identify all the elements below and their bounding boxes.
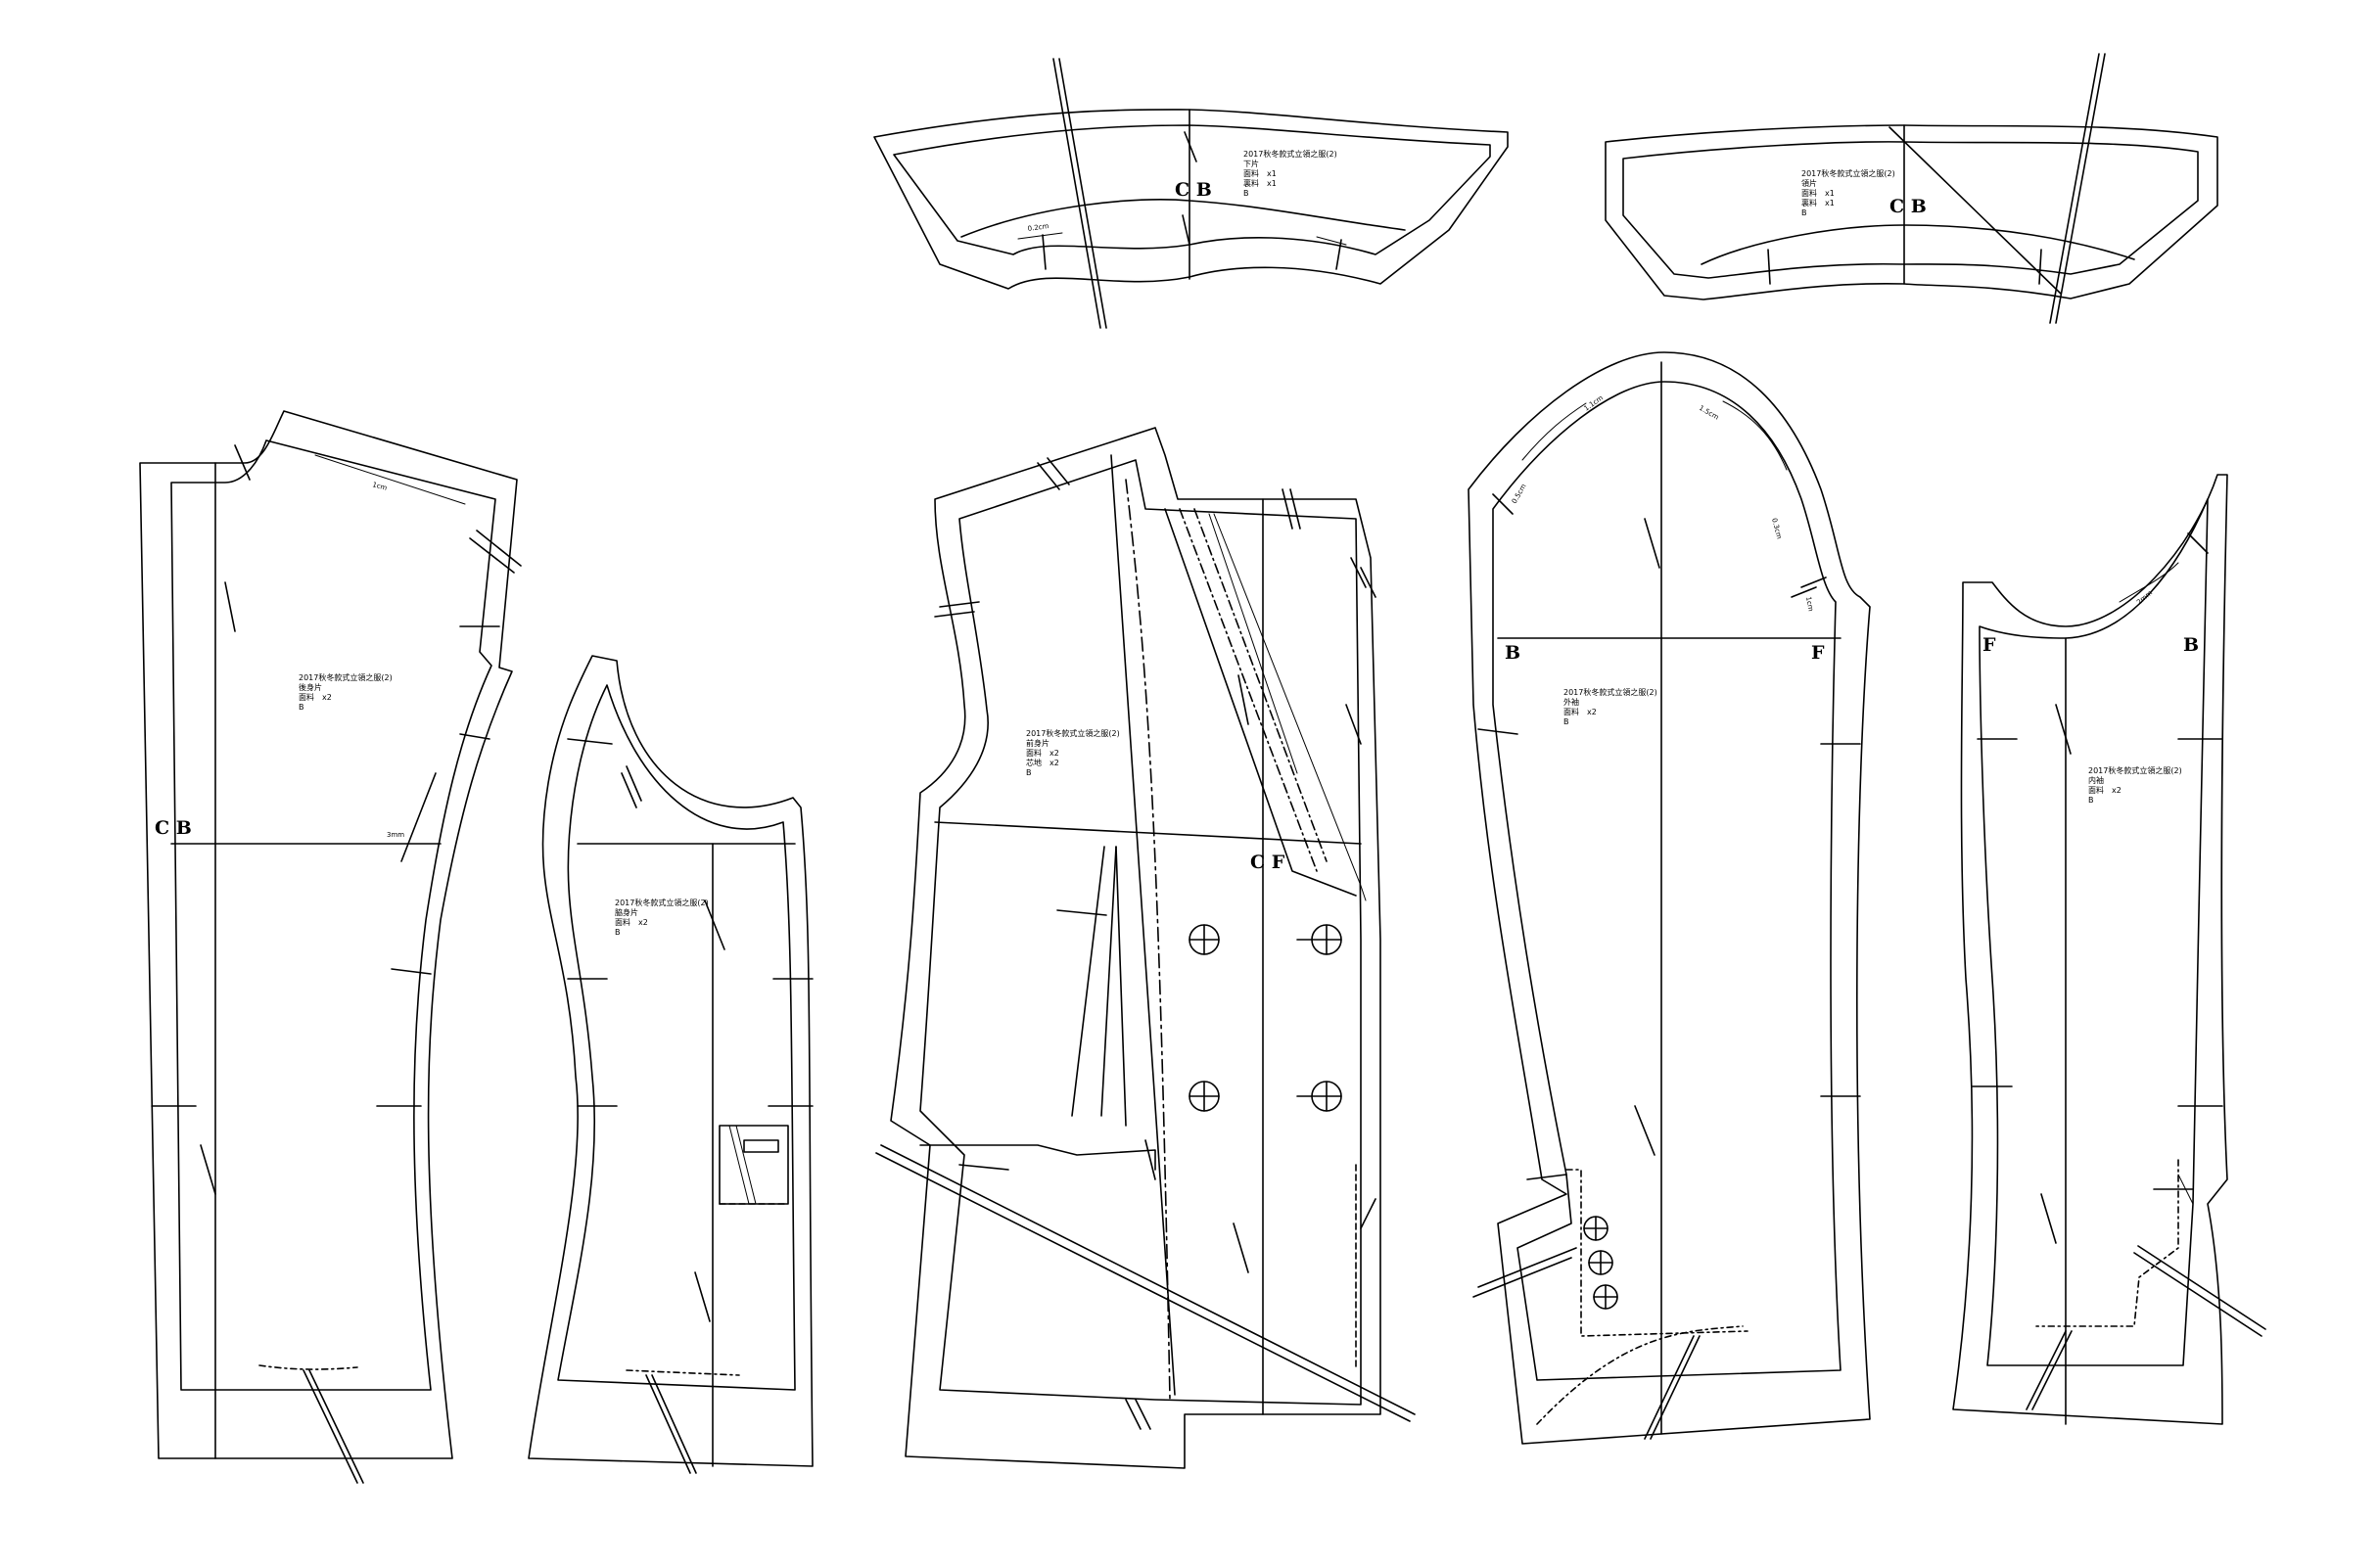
under-sleeve-f-label: F: [1982, 634, 1996, 656]
button-2: [1296, 924, 1342, 955]
svg-text:前身片: 前身片: [1026, 738, 1049, 748]
svg-text:B: B: [1801, 208, 1807, 217]
back-shoulder-measurement: 1cm: [371, 481, 388, 492]
side-body-piece: 2017秋冬款式立領之服(2) 脇身片 面料 x2 B: [528, 655, 814, 1474]
back-body-piece: 1cm 3mm C B 2017秋冬款式立領之服(2) 後身片 面料 x2 B: [139, 410, 522, 1484]
svg-text:B: B: [615, 928, 621, 937]
svg-text:2017秋冬款式立領之服(2): 2017秋冬款式立領之服(2): [299, 672, 393, 682]
svg-text:面料 x2: 面料 x2: [2088, 785, 2122, 795]
svg-text:内袖: 内袖: [2088, 775, 2104, 785]
svg-text:面料 x1: 面料 x1: [1801, 188, 1835, 198]
svg-text:外袖: 外袖: [1563, 697, 1579, 707]
sleeve-button-1: [1583, 1216, 1609, 1241]
svg-text:2017秋冬款式立領之服(2): 2017秋冬款式立領之服(2): [1801, 168, 1895, 178]
under-sleeve-note: 2017秋冬款式立領之服(2) 内袖 面料 x2 B: [2088, 765, 2182, 805]
under-sleeve-b-label: B: [2183, 634, 2199, 656]
top-sleeve-note: 2017秋冬款式立領之服(2) 外袖 面料 x2 B: [1563, 687, 1657, 726]
side-body-note: 2017秋冬款式立領之服(2) 脇身片 面料 x2 B: [615, 898, 709, 937]
svg-text:B: B: [1026, 768, 1032, 777]
svg-text:脇身片: 脇身片: [615, 907, 638, 917]
top-collar-cb-label: C B: [1889, 196, 1927, 217]
svg-text:2017秋冬款式立領之服(2): 2017秋冬款式立領之服(2): [2088, 765, 2182, 775]
svg-text:後身片: 後身片: [299, 682, 322, 692]
front-body-piece: C F 2017秋冬款式立領之服(2) 前身片 面料 x2 芯地 x2 B: [875, 427, 1416, 1469]
under-collar-note: 2017秋冬款式立領之服(2) 下片 面料 x1 裏料 x1 B: [1243, 149, 1337, 198]
svg-text:面料 x2: 面料 x2: [1026, 748, 1059, 758]
button-4: [1296, 1081, 1342, 1112]
svg-text:2017秋冬款式立領之服(2): 2017秋冬款式立領之服(2): [1563, 687, 1657, 697]
back-width-measurement: 3mm: [387, 831, 404, 839]
sleeve-measurement-a: 0.5cm: [1511, 483, 1528, 505]
svg-text:裏料 x1: 裏料 x1: [1801, 198, 1835, 208]
front-cf-label: C F: [1250, 852, 1285, 873]
svg-text:B: B: [1563, 717, 1569, 726]
top-collar-note: 2017秋冬款式立領之服(2) 領片 面料 x1 裏料 x1 B: [1801, 168, 1895, 217]
svg-text:B: B: [1243, 189, 1249, 198]
back-cb-label: C B: [155, 817, 192, 839]
svg-text:面料 x2: 面料 x2: [615, 917, 648, 927]
sleeve-measurement-c: 1.5cm: [1698, 404, 1720, 422]
under-collar-measurement: 0.2cm: [1027, 222, 1049, 233]
svg-text:B: B: [299, 703, 304, 712]
svg-text:2017秋冬款式立領之服(2): 2017秋冬款式立領之服(2): [615, 898, 709, 907]
button-3: [1189, 1081, 1220, 1112]
svg-text:芯地 x2: 芯地 x2: [1026, 758, 1059, 767]
svg-text:面料 x1: 面料 x1: [1243, 168, 1277, 178]
svg-text:領片: 領片: [1801, 178, 1817, 188]
sleeve-button-2: [1588, 1250, 1613, 1275]
sleeve-measurement-e: 1cm: [1804, 596, 1815, 612]
under-collar-cb-label: C B: [1175, 179, 1212, 201]
top-sleeve-f-label: F: [1811, 642, 1825, 664]
sleeve-measurement-d: 0.3cm: [1770, 517, 1783, 539]
svg-text:下片: 下片: [1243, 159, 1259, 168]
front-body-note: 2017秋冬款式立領之服(2) 前身片 面料 x2 芯地 x2 B: [1026, 728, 1120, 777]
top-collar-piece: C B 2017秋冬款式立領之服(2) 領片 面料 x1 裏料 x1 B: [1605, 53, 2218, 324]
svg-text:2017秋冬款式立領之服(2): 2017秋冬款式立領之服(2): [1026, 728, 1120, 738]
svg-text:面料 x2: 面料 x2: [1563, 707, 1597, 716]
top-sleeve-b-label: B: [1505, 642, 1520, 664]
svg-text:B: B: [2088, 796, 2094, 805]
svg-text:2017秋冬款式立領之服(2): 2017秋冬款式立領之服(2): [1243, 149, 1337, 159]
sleeve-button-3: [1593, 1284, 1618, 1310]
under-sleeve-piece: 2mm F B 2017秋冬款式立領之服(2) 内袖 面料 x2 B: [1952, 474, 2266, 1425]
back-body-note: 2017秋冬款式立領之服(2) 後身片 面料 x2 B: [299, 672, 393, 712]
svg-text:裏料 x1: 裏料 x1: [1243, 178, 1277, 188]
button-1: [1189, 924, 1220, 955]
under-collar-piece: 0.2cm C B 2017秋冬款式立領之服(2) 下片 面料 x1 裏料 x1…: [873, 58, 1509, 329]
svg-text:面料 x2: 面料 x2: [299, 692, 332, 702]
top-sleeve-piece: 0.5cm 1.1cm 1.5cm 0.3cm 1cm B F 2017秋冬款式…: [1468, 351, 1871, 1445]
